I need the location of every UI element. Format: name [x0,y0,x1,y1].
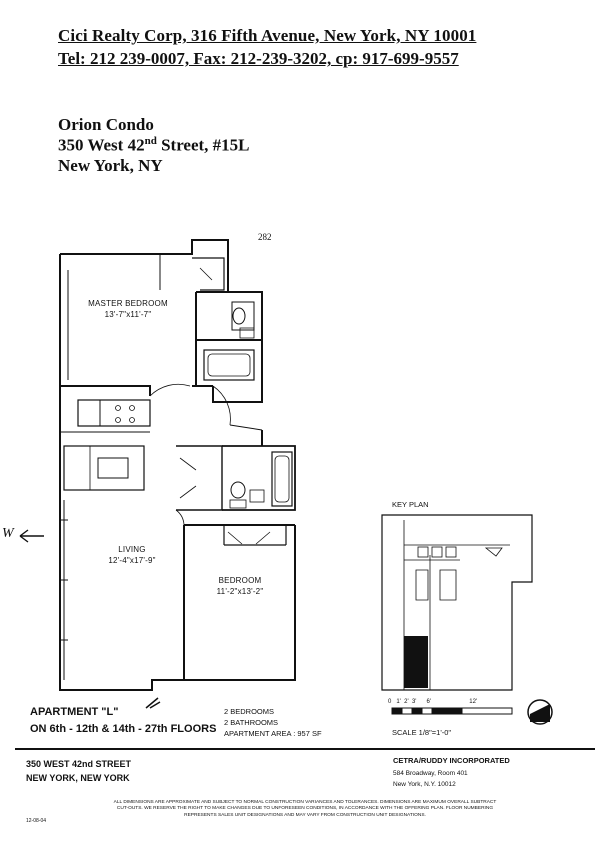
unit-number: 282 [258,232,272,242]
disclaimer: ALL DIMENSIONS ARE APPROXIMATE AND SUBJE… [113,800,497,818]
master-bedroom-label: MASTER BEDROOM [88,299,168,308]
footer-divider [15,748,595,750]
bedroom-label: BEDROOM [218,576,262,585]
living-label: LIVING [118,545,146,554]
architect-address1: 584 Broadway, Room 401 [393,770,468,777]
property-address: 350 West 42nd Street, #15L [58,135,250,156]
apartment-floors: ON 6th - 12th & 14th - 27th FLOORS [30,723,217,735]
north-arrow-icon [527,699,553,725]
architect-address2: New York, N.Y. 10012 [393,781,456,788]
bathrooms-count: 2 BATHROOMS [224,718,279,727]
scale-ticks: 0 1' 2' 3' 6' 12' [388,699,478,705]
address-prefix: 350 West 42 [58,135,145,155]
key-plan-highlight [404,636,428,688]
date-code: 12-08-04 [26,818,47,824]
footer-address-line2: NEW YORK, NEW YORK [26,773,130,783]
scale-label: SCALE 1/8"=1'-0" [392,728,452,737]
bedrooms-count: 2 BEDROOMS [224,707,275,716]
key-plan-label: KEY PLAN [392,500,429,509]
address-rest: Street, #15L [156,135,250,155]
living-dims: 12'-4"x17'-9" [108,556,156,565]
bedroom-dims: 11'-2"x13'-2" [216,587,264,596]
handwritten-note: W [2,526,14,541]
apartment-area: APARTMENT AREA : 957 SF [224,729,322,738]
apartment-name: APARTMENT "L" [30,706,119,718]
compass-mark-icon [145,697,161,709]
footer-address-line1: 350 WEST 42nd STREET [26,759,132,769]
apartment-specs: 2 BEDROOMS 2 BATHROOMS APARTMENT AREA : … [224,706,322,739]
architect-name: CETRA/RUDDY INCORPORATED [393,756,510,765]
handwritten-arrow-icon [19,529,44,543]
address-ordinal: nd [144,135,157,147]
company-line: Cici Realty Corp, 316 Fifth Avenue, New … [58,26,477,45]
contact-line: Tel: 212 239-0007, Fax: 212-239-3202, cp… [58,49,459,68]
property-name: Orion Condo [58,115,154,134]
master-bedroom-dims: 13'-7"x11'-7" [104,310,152,319]
property-city: New York, NY [58,156,163,175]
